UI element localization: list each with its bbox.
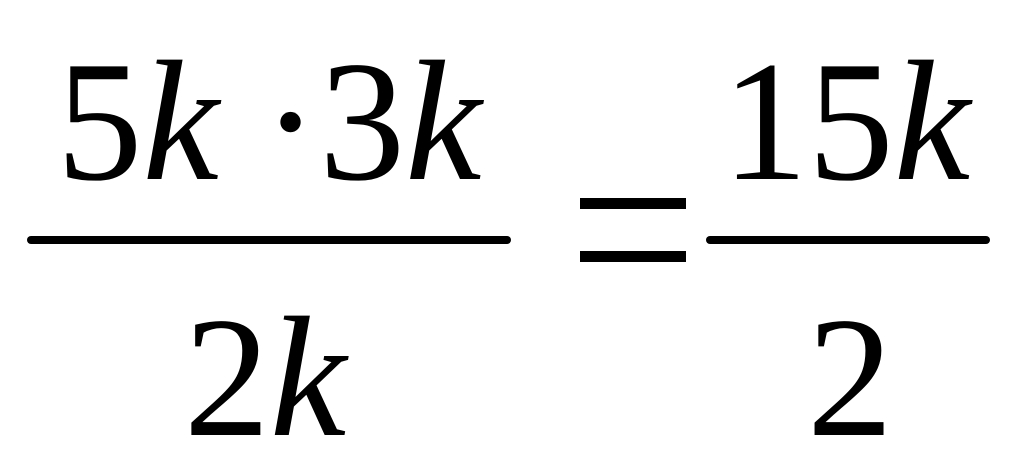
left-num-coef-1: 5	[56, 27, 143, 217]
left-num-var-2: k	[405, 27, 482, 217]
left-den-var: k	[269, 283, 347, 467]
right-num-coef: 15	[721, 27, 894, 217]
equals-bottom-line	[580, 251, 686, 262]
left-fraction-bar	[27, 236, 511, 244]
right-num-var: k	[893, 27, 971, 217]
left-num-var-1: k	[142, 27, 219, 217]
right-fraction-bar	[706, 236, 990, 244]
left-numerator: 5k ·3k	[34, 36, 504, 208]
right-denominator: 2	[760, 292, 940, 464]
equals-top-line	[580, 198, 686, 209]
right-numerator: 15k	[706, 36, 986, 208]
left-denominator: 2k	[130, 292, 400, 464]
left-den-coef: 2	[183, 283, 270, 467]
multiplication-dot: ·	[261, 27, 320, 217]
right-den-coef: 2	[807, 283, 893, 467]
left-num-coef-2: 3	[319, 27, 406, 217]
